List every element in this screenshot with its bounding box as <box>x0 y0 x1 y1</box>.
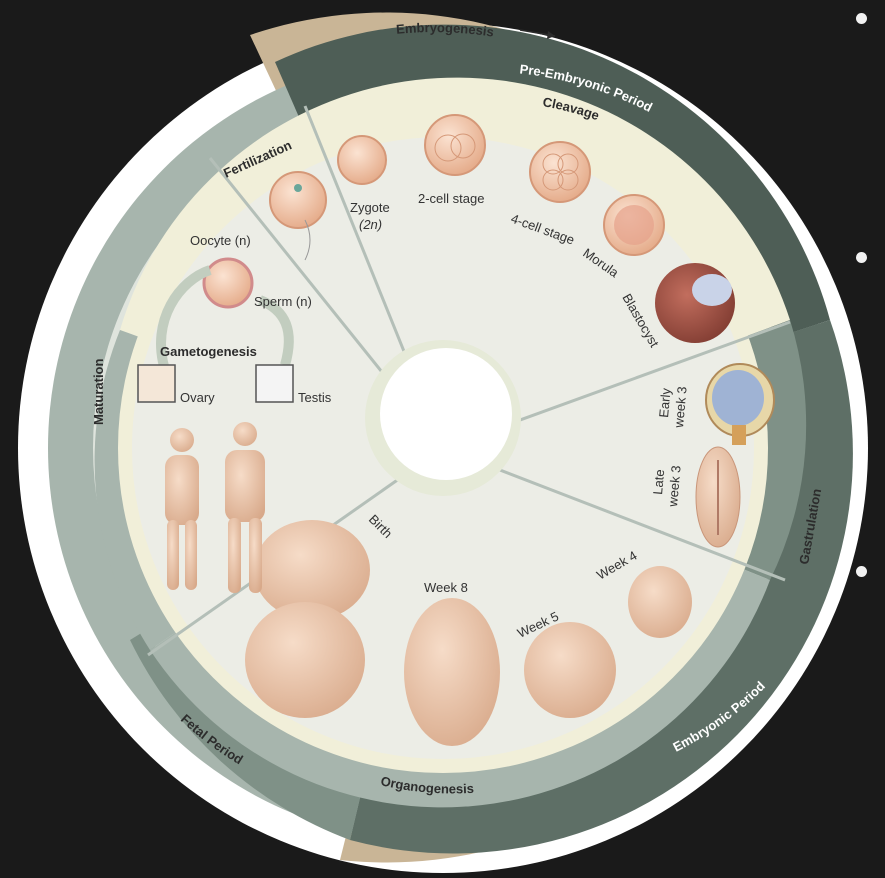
testis-label: Testis <box>298 390 332 405</box>
week8-label: Week 8 <box>424 580 468 595</box>
four-cell-cell <box>529 141 591 203</box>
week8-embryo <box>404 598 500 746</box>
two-cell-cell <box>424 114 486 176</box>
late-week3-embryo <box>695 446 741 548</box>
week4-embryo <box>628 566 692 638</box>
blastocyst-cell <box>655 263 735 343</box>
ovary-arrow <box>156 265 212 372</box>
bullet-point-2 <box>856 252 867 263</box>
gametogenesis-title: Gametogenesis <box>160 344 257 359</box>
testis-box <box>255 364 294 403</box>
sperm-label: Sperm (n) <box>254 294 312 309</box>
oocyte-label: Oocyte (n) <box>190 233 251 248</box>
male-figure <box>225 422 265 593</box>
embryogenesis-arrow-icon <box>547 31 555 39</box>
female-figure <box>165 428 199 590</box>
zygote-cell <box>337 135 387 185</box>
week5-embryo <box>524 622 616 718</box>
bullet-point-1 <box>856 13 867 24</box>
testis-arrow <box>257 295 294 367</box>
early-week3-embryo <box>705 363 775 445</box>
center-circle <box>380 348 512 480</box>
early-week3-label-line1: Early <box>656 387 674 418</box>
morula-cell <box>603 194 665 256</box>
fertilization-oocyte <box>269 171 327 261</box>
late-week3-label-line2: week 3 <box>665 465 684 508</box>
two-cell-label: 2-cell stage <box>418 191 484 206</box>
bullet-point-3 <box>856 566 867 577</box>
embryogenesis-label: Embryogenesis <box>395 20 494 40</box>
maturation-label: Maturation <box>91 359 106 426</box>
birth-fetus <box>245 520 370 718</box>
ovary-label: Ovary <box>180 390 215 405</box>
late-week3-label-line1: Late <box>650 469 667 496</box>
zygote-ploidy-label: (2n) <box>359 217 382 232</box>
early-week3-label-line2: week 3 <box>671 386 690 429</box>
oocyte-cell <box>202 257 254 309</box>
ovary-box <box>137 364 176 403</box>
zygote-label: Zygote <box>350 200 390 215</box>
